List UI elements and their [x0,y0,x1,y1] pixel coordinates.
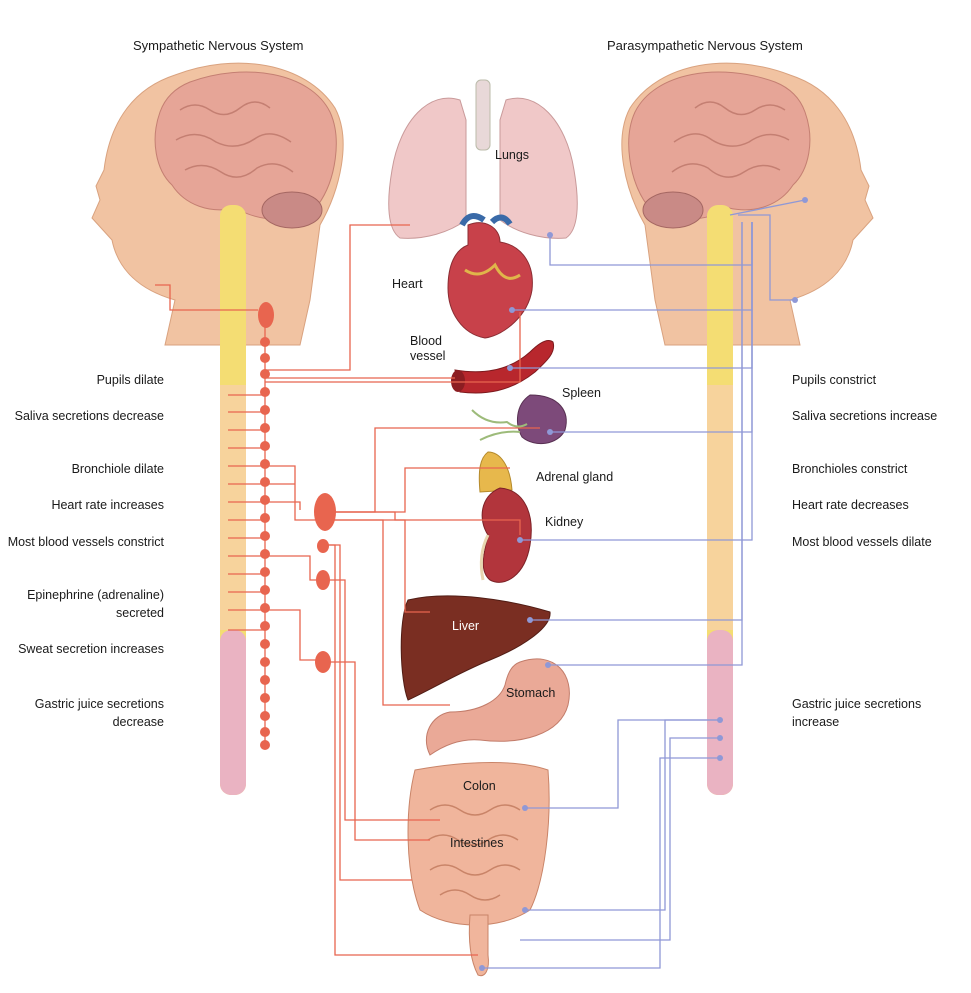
sympathetic-title: Sympathetic Nervous System [133,38,304,53]
cerebellum-left [262,192,322,228]
parasympathetic-effect: Saliva secretions increase [792,407,967,425]
sympathetic-head [92,63,343,795]
spleen [472,395,566,444]
parasympathetic-title: Parasympathetic Nervous System [607,38,803,53]
kidney-label: Kidney [545,515,583,530]
parasympathetic-effect: Bronchioles constrict [792,460,967,478]
lungs [389,80,578,238]
sympathetic-effect: Heart rate increases [4,496,164,514]
sympathetic-effect: Sweat secretion increases [4,640,164,658]
sympathetic-effect: Saliva secretions decrease [4,407,164,425]
sympathetic-effect: Pupils dilate [4,371,164,389]
sympathetic-effect: Gastric juice secretions decrease [4,695,164,731]
cerebellum-right [643,192,703,228]
parasympathetic-effect: Heart rate decreases [792,496,967,514]
stomach-label: Stomach [506,686,555,701]
sympathetic-ganglia [258,302,336,750]
spleen-label: Spleen [562,386,601,401]
sympathetic-effect: Most blood vessels constrict [4,533,164,551]
heart-label: Heart [392,277,423,292]
sympathetic-effect: Epinephrine (adrenaline) secreted [4,586,164,622]
parasympathetic-effect: Gastric juice secretions increase [792,695,967,731]
blood-vessel-label: Blood vessel [410,334,460,364]
parasympathetic-head [622,63,873,795]
adrenal-gland-label: Adrenal gland [536,470,613,485]
liver-label: Liver [452,619,479,634]
blood-vessel [451,340,554,393]
colon-label: Colon [463,779,496,794]
lungs-label: Lungs [495,148,529,163]
intestines [408,763,549,976]
parasympathetic-effect: Pupils constrict [792,371,967,389]
adrenal-and-kidney [479,452,531,582]
sympathetic-effect: Bronchiole dilate [4,460,164,478]
parasympathetic-effect: Most blood vessels dilate [792,533,967,551]
intestines-label: Intestines [450,836,504,851]
